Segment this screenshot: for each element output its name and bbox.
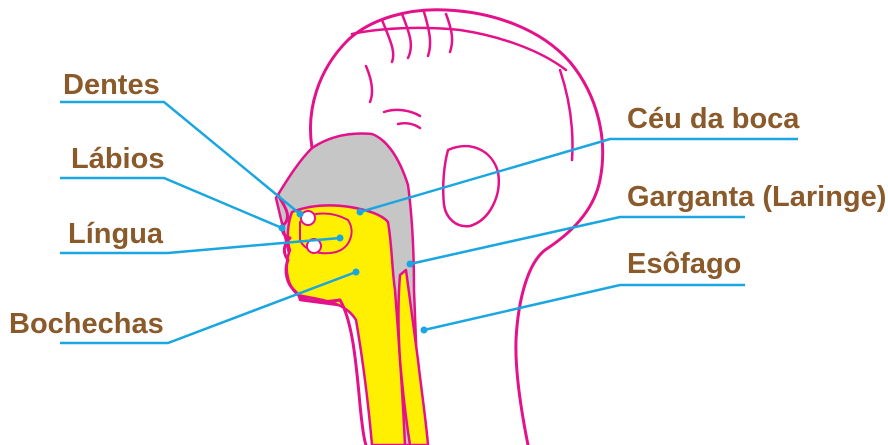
head-illustration xyxy=(276,10,603,445)
label-lingua: Língua xyxy=(68,218,164,250)
endpoint-ceu-da-boca xyxy=(357,209,364,216)
labels: Dentes Lábios Língua Bochechas Céu da bo… xyxy=(9,69,886,340)
endpoint-lingua xyxy=(337,235,344,242)
leader-lines xyxy=(60,102,798,343)
eye-sketch xyxy=(366,66,420,128)
endpoint-dentes xyxy=(297,211,304,218)
endpoint-garganta xyxy=(407,261,414,268)
label-garganta: Garganta (Laringe) xyxy=(627,181,886,213)
endpoint-labios xyxy=(279,225,286,232)
leader-line-esofago xyxy=(424,285,745,330)
label-labios: Lábios xyxy=(71,143,164,175)
label-esofago: Esôfago xyxy=(627,248,741,280)
label-bochechas: Bochechas xyxy=(9,308,164,340)
hair-sketch xyxy=(352,12,573,160)
endpoint-esofago xyxy=(421,327,428,334)
endpoint-bochechas xyxy=(353,269,360,276)
label-ceu-da-boca: Céu da boca xyxy=(627,103,800,135)
label-dentes: Dentes xyxy=(63,69,160,101)
